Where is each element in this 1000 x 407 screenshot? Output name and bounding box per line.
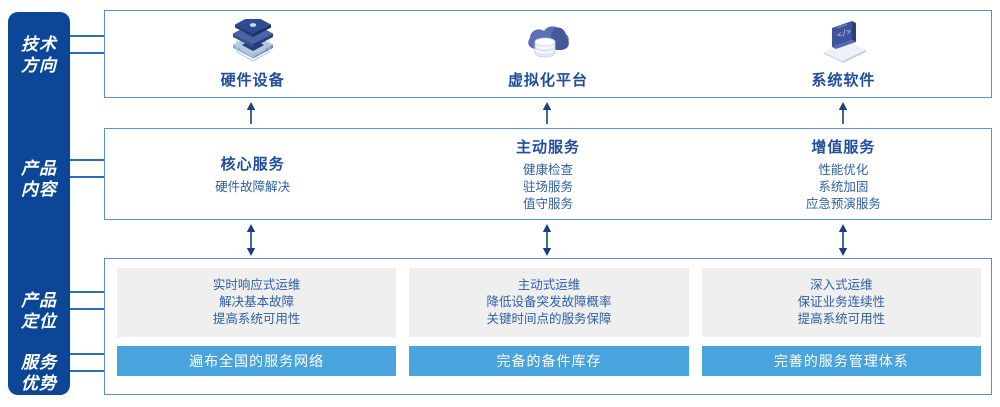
position-entry: 主动式运维: [517, 278, 581, 292]
content-entry: 值守服务: [522, 196, 573, 211]
position-entry: 提高系统可用性: [212, 312, 301, 326]
position-entry: 深入式运维: [810, 278, 873, 292]
connector-line-content-a: [70, 159, 106, 161]
bottom-column-indepth: 深入式运维 保证业务连续性 提高系统可用性 完善的服务管理体系: [701, 268, 981, 387]
arrow-bidirectional-core: [244, 224, 258, 256]
tech-item-hardware[interactable]: 硬件设备: [105, 11, 400, 97]
tech-item-software[interactable]: </> 系统软件: [696, 11, 991, 97]
tech-label-virtualization: 虚拟化平台: [507, 71, 588, 89]
connector-line-tech-a: [70, 35, 106, 37]
position-entry: 关键时间点的服务保障: [486, 312, 612, 326]
content-entry: 健康检查: [522, 162, 573, 177]
bottom-column-proactive: 主动式运维 降低设备突发故障概率 关键时间点的服务保障 完备的备件库存: [409, 268, 689, 387]
arrow-up-hardware: [244, 102, 258, 124]
connector-line-advantage-a: [70, 353, 106, 355]
arrow-up-software: [836, 102, 850, 124]
arrow-bidirectional-value-added: [836, 224, 850, 256]
rail-label-tech-direction: 技术 方向: [21, 35, 57, 75]
content-entry: 驻场服务: [522, 179, 573, 194]
position-box-proactive[interactable]: 主动式运维 降低设备突发故障概率 关键时间点的服务保障: [409, 268, 689, 337]
product-content-panel: 核心服务 硬件故障解决 主动服务 健康检查 驻场服务 值守服务 增值服务 性能优…: [104, 128, 992, 220]
cloud-database-icon: [521, 19, 575, 65]
position-advantage-panel: 实时响应式运维 解决基本故障 提高系统可用性 遍布全国的服务网络 主动式运维 降…: [104, 258, 992, 395]
server-stack-icon: [226, 18, 280, 65]
position-entry: 降低设备突发故障概率: [486, 295, 612, 309]
content-entry: 应急预演服务: [805, 196, 881, 211]
position-box-indepth[interactable]: 深入式运维 保证业务连续性 提高系统可用性: [701, 268, 981, 337]
connector-line-position-a: [70, 291, 106, 293]
arrow-bidirectional-active: [540, 224, 554, 256]
connector-line-content-b: [70, 176, 106, 178]
connector-line-advantage-b: [70, 370, 106, 372]
position-entry: 实时响应式运维: [212, 278, 301, 292]
advantage-box-service-network[interactable]: 遍布全国的服务网络: [117, 346, 397, 376]
bottom-column-realtime: 实时响应式运维 解决基本故障 提高系统可用性 遍布全国的服务网络: [117, 268, 397, 387]
tech-label-software: 系统软件: [811, 71, 876, 89]
content-title-core-service: 核心服务: [220, 155, 285, 173]
advantage-box-spare-parts[interactable]: 完备的备件库存: [409, 346, 689, 376]
svg-text:</>: </>: [836, 27, 853, 40]
technology-direction-panel: 硬件设备 虚拟化平台: [104, 10, 992, 98]
rail-label-service-advantage: 服务 优势: [21, 353, 57, 393]
advantage-box-management-system[interactable]: 完善的服务管理体系: [701, 346, 981, 376]
content-entry: 系统加固: [818, 179, 869, 194]
content-entry: 性能优化: [818, 162, 869, 177]
category-rail: 技术 方向 产品 内容 产品 定位 服务 优势: [8, 12, 70, 395]
tech-label-hardware: 硬件设备: [220, 71, 285, 89]
rail-label-product-content: 产品 内容: [21, 159, 57, 199]
content-item-value-added-service[interactable]: 增值服务 性能优化 系统加固 应急预演服务: [696, 129, 991, 219]
arrow-up-virtualization: [540, 102, 554, 124]
content-title-active-service: 主动服务: [515, 138, 580, 156]
position-box-realtime[interactable]: 实时响应式运维 解决基本故障 提高系统可用性: [117, 268, 397, 337]
content-item-active-service[interactable]: 主动服务 健康检查 驻场服务 值守服务: [400, 129, 695, 219]
tech-item-virtualization[interactable]: 虚拟化平台: [400, 11, 695, 97]
position-entry: 提高系统可用性: [797, 312, 886, 326]
rail-label-product-position: 产品 定位: [21, 291, 57, 331]
content-item-core-service[interactable]: 核心服务 硬件故障解决: [105, 129, 400, 219]
position-entry: 解决基本故障: [219, 295, 295, 309]
connector-line-tech-b: [70, 52, 106, 54]
connector-line-position-b: [70, 308, 106, 310]
content-entry: 硬件故障解决: [215, 179, 291, 194]
laptop-code-icon: </>: [816, 19, 870, 65]
position-entry: 保证业务连续性: [797, 295, 886, 309]
content-title-value-added-service: 增值服务: [811, 138, 876, 156]
